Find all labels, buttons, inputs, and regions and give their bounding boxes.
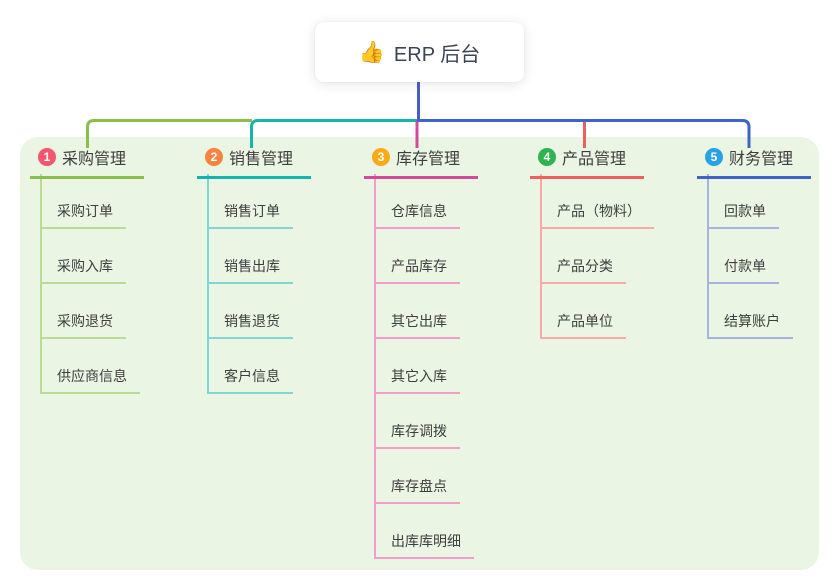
branch-label: 销售管理 xyxy=(229,151,294,168)
root-label: ERP 后台 xyxy=(393,43,481,66)
branch-node-5: 5 财务管理 回款单 付款单 结算账户 xyxy=(697,146,812,339)
children-list: 产品（物料） 产品分类 产品单位 xyxy=(540,174,654,339)
branch-title-1[interactable]: 1 采购管理 xyxy=(30,146,145,179)
child-node[interactable]: 销售订单 xyxy=(207,201,293,229)
child-node[interactable]: 仓库信息 xyxy=(374,201,460,229)
branch-node-3: 3 库存管理 仓库信息 产品库存 其它出库 其它入库 库存调拨 库存盘点 出库库… xyxy=(364,146,479,559)
child-row: 仓库信息 xyxy=(374,174,474,229)
branch-index-badge: 1 xyxy=(38,148,56,166)
child-row: 销售订单 xyxy=(207,174,293,229)
child-row: 销售出库 xyxy=(207,229,293,284)
branch-label: 产品管理 xyxy=(562,151,627,168)
child-node[interactable]: 产品分类 xyxy=(540,256,626,284)
branch-title-3[interactable]: 3 库存管理 xyxy=(364,146,479,179)
branches-background-panel xyxy=(20,137,819,570)
child-row: 客户信息 xyxy=(207,339,293,394)
child-row: 供应商信息 xyxy=(40,339,140,394)
child-node[interactable]: 其它入库 xyxy=(374,366,460,394)
child-node[interactable]: 销售出库 xyxy=(207,256,293,284)
branch-title-2[interactable]: 2 销售管理 xyxy=(197,146,312,179)
child-node[interactable]: 采购退货 xyxy=(40,311,126,339)
branch-index-badge: 5 xyxy=(705,148,723,166)
child-node[interactable]: 客户信息 xyxy=(207,366,293,394)
branch-label: 财务管理 xyxy=(729,151,794,168)
child-node[interactable]: 销售退货 xyxy=(207,311,293,339)
child-node[interactable]: 回款单 xyxy=(707,201,779,229)
child-row: 回款单 xyxy=(707,174,793,229)
child-row: 结算账户 xyxy=(707,284,793,339)
child-row: 产品单位 xyxy=(540,284,654,339)
children-list: 销售订单 销售出库 销售退货 客户信息 xyxy=(207,174,293,394)
child-row: 库存调拨 xyxy=(374,394,474,449)
children-list: 回款单 付款单 结算账户 xyxy=(707,174,793,339)
children-list: 仓库信息 产品库存 其它出库 其它入库 库存调拨 库存盘点 出库库明细 xyxy=(374,174,474,559)
branch-index-badge: 2 xyxy=(205,148,223,166)
branch-node-1: 1 采购管理 采购订单 采购入库 采购退货 供应商信息 xyxy=(30,146,145,394)
child-row: 采购订单 xyxy=(40,174,140,229)
child-row: 销售退货 xyxy=(207,284,293,339)
child-row: 产品分类 xyxy=(540,229,654,284)
branch-title-5[interactable]: 5 财务管理 xyxy=(697,146,812,179)
child-node[interactable]: 采购入库 xyxy=(40,256,126,284)
branch-node-2: 2 销售管理 销售订单 销售出库 销售退货 客户信息 xyxy=(197,146,312,394)
branch-label: 库存管理 xyxy=(396,151,461,168)
child-row: 其它入库 xyxy=(374,339,474,394)
child-node[interactable]: 出库库明细 xyxy=(374,531,474,559)
child-row: 库存盘点 xyxy=(374,449,474,504)
child-row: 采购退货 xyxy=(40,284,140,339)
child-row: 其它出库 xyxy=(374,284,474,339)
branch-index-badge: 4 xyxy=(538,148,556,166)
child-row: 采购入库 xyxy=(40,229,140,284)
child-node[interactable]: 产品（物料） xyxy=(540,201,654,229)
child-row: 产品（物料） xyxy=(540,174,654,229)
child-node[interactable]: 其它出库 xyxy=(374,311,460,339)
child-row: 付款单 xyxy=(707,229,793,284)
root-node[interactable]: 👍 ERP 后台 xyxy=(315,22,524,82)
child-node[interactable]: 供应商信息 xyxy=(40,366,140,394)
child-node[interactable]: 付款单 xyxy=(707,256,779,284)
child-node[interactable]: 产品库存 xyxy=(374,256,460,284)
child-node[interactable]: 采购订单 xyxy=(40,201,126,229)
branch-node-4: 4 产品管理 产品（物料） 产品分类 产品单位 xyxy=(530,146,654,339)
branch-index-badge: 3 xyxy=(372,148,390,166)
branch-title-4[interactable]: 4 产品管理 xyxy=(530,146,645,179)
branch-label: 采购管理 xyxy=(62,151,127,168)
child-node[interactable]: 结算账户 xyxy=(707,311,793,339)
thumbs-up-icon: 👍 xyxy=(358,40,385,64)
child-node[interactable]: 产品单位 xyxy=(540,311,626,339)
child-node[interactable]: 库存盘点 xyxy=(374,476,460,504)
child-node[interactable]: 库存调拨 xyxy=(374,421,460,449)
child-row: 出库库明细 xyxy=(374,504,474,559)
child-row: 产品库存 xyxy=(374,229,474,284)
children-list: 采购订单 采购入库 采购退货 供应商信息 xyxy=(40,174,140,394)
